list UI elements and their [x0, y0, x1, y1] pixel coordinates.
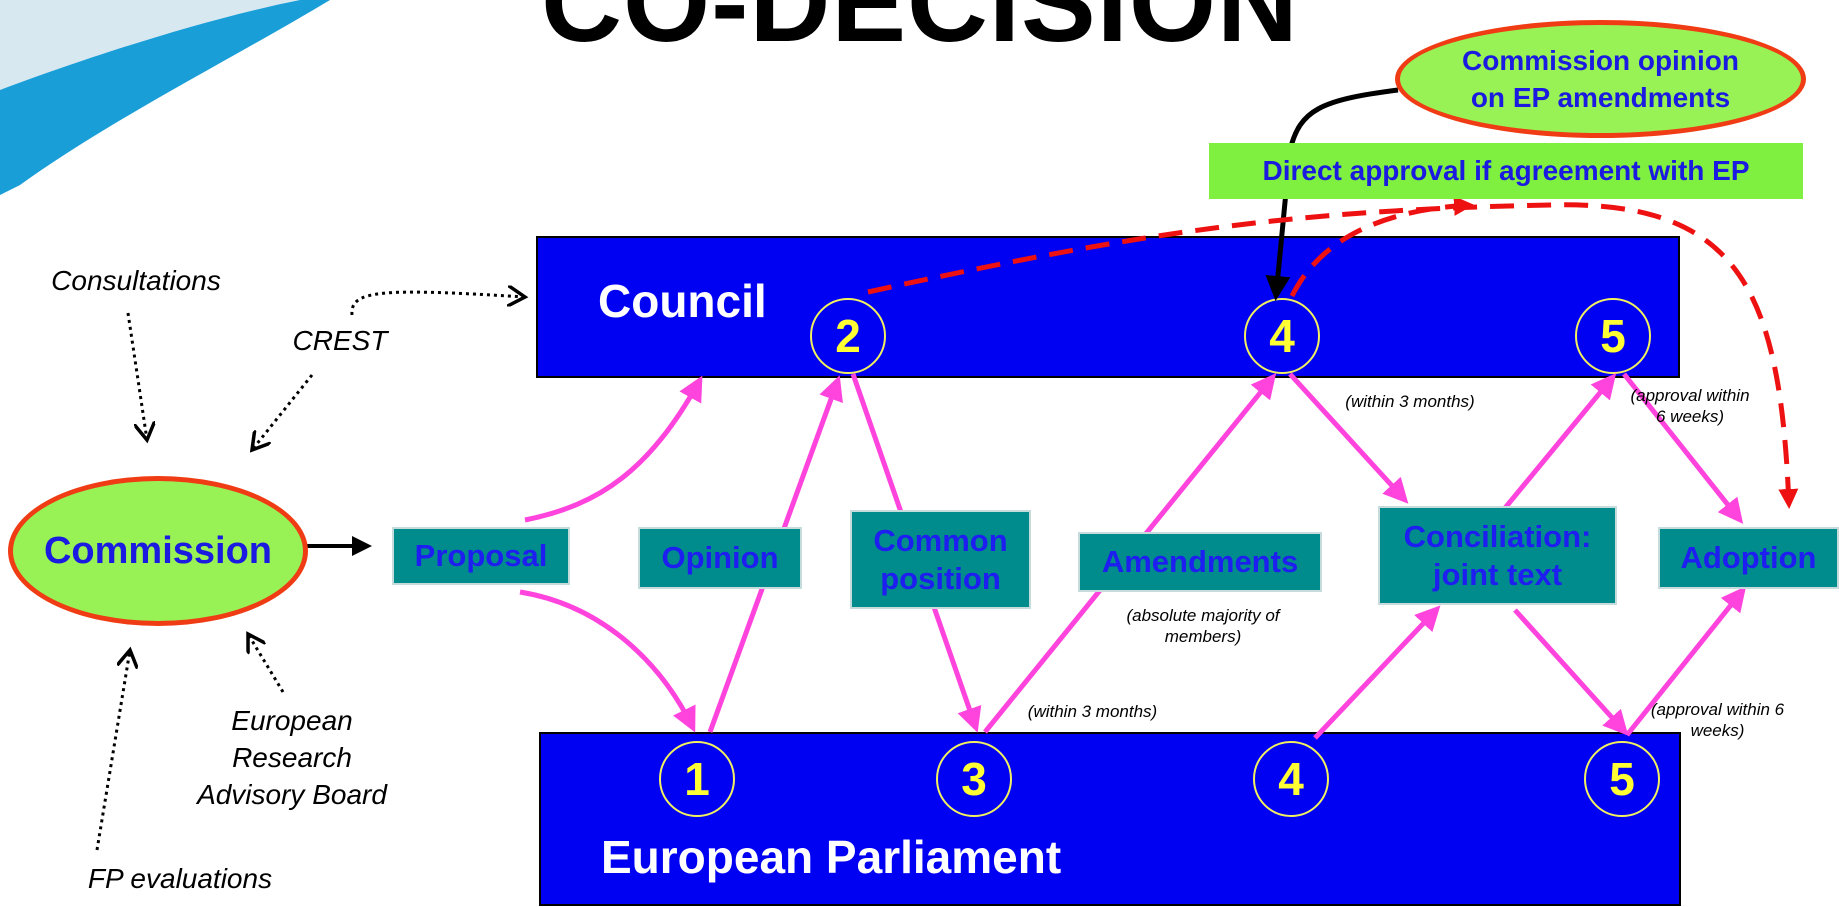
council-label: Council: [598, 275, 767, 327]
stage-amendments: Amendments: [1078, 532, 1322, 592]
note-absolute-majority: (absolute majority of members): [1126, 606, 1280, 646]
arrow-council4-adoption: [1289, 195, 1474, 298]
parliament-step-3: 3: [936, 741, 1012, 817]
commission-opinion-label: Commission opinion on EP amendments: [1462, 45, 1739, 113]
arrow-crest-council: [350, 292, 525, 316]
commission-label: Commission: [43, 529, 273, 572]
parliament-step-4: 4: [1253, 741, 1329, 817]
input-crest: CREST: [292, 325, 388, 356]
arrow-parliament5-adoption: [1625, 586, 1747, 737]
arrow-parliament-conciliation: [1313, 605, 1441, 740]
arrow-proposal-parliament: [519, 589, 696, 733]
arrow-fp-commission: [95, 650, 130, 851]
commission-oval: Commission: [8, 476, 308, 626]
input-consultations: Consultations: [51, 265, 221, 296]
stage-proposal: Proposal: [392, 527, 570, 585]
parliament-step-5: 5: [1584, 741, 1660, 817]
stage-opinion: Opinion: [638, 527, 802, 589]
arrow-conciliation-parliament5: [1513, 608, 1629, 736]
input-fp-evaluations: FP evaluations: [87, 863, 273, 894]
council-step-4: 4: [1244, 298, 1320, 374]
arrow-council2-adoption: [867, 202, 1799, 509]
stage-adoption: Adoption: [1658, 527, 1839, 589]
council-step-5: 5: [1575, 298, 1651, 374]
note-ep-within: (within 3 months): [1027, 702, 1158, 721]
arrow-consultations-commission: [126, 312, 147, 440]
council-box: Council: [536, 236, 1680, 378]
arrow-conciliation-council5: [1503, 373, 1617, 510]
arrow-proposal-council: [524, 375, 703, 523]
note-council-approval: (approval within 6 weeks): [1630, 386, 1750, 426]
note-ep-approval: (approval within 6 weeks): [1650, 700, 1785, 740]
stage-conciliation: Conciliation: joint text: [1378, 506, 1617, 605]
page-title: CO-DECISION: [541, 0, 1299, 65]
arrow-crest-commission: [252, 374, 314, 450]
parliament-label: European Parliament: [601, 831, 1062, 883]
parliament-step-1: 1: [659, 741, 735, 817]
commission-opinion-oval: Commission opinion on EP amendments: [1395, 20, 1806, 138]
arrow-erab-commission: [248, 634, 285, 693]
input-erab: European Research Advisory Board: [197, 705, 387, 810]
note-council-within: (within 3 months): [1345, 392, 1475, 411]
direct-approval-banner: Direct approval if agreement with EP: [1209, 143, 1803, 199]
stage-common-position: Common position: [850, 510, 1031, 609]
council-step-2: 2: [810, 298, 886, 374]
arrow-council-conciliation: [1288, 372, 1409, 504]
arrow-council5-adoption: [1622, 372, 1744, 524]
